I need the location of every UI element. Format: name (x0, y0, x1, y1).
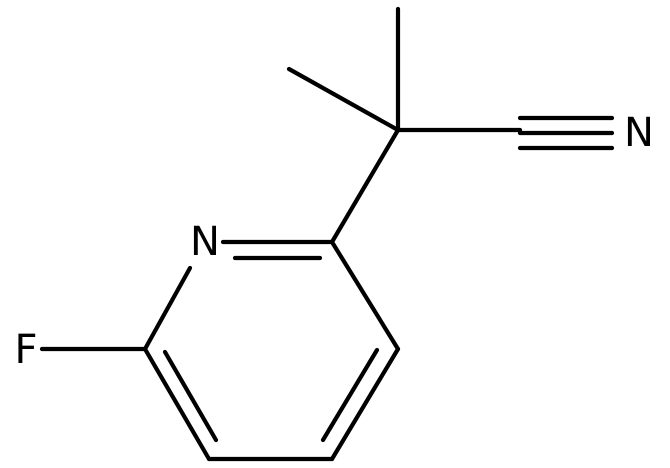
bond-c2-cq (329, 127, 401, 245)
atom-label-fluorine: F (14, 327, 37, 373)
atom-label-pyridine-nitrogen: N (190, 219, 220, 265)
atom-label-nitrile-nitrogen: N (624, 110, 654, 156)
bond-c3-c4 (329, 346, 401, 462)
bond-c5-c6 (142, 346, 212, 462)
bond-c5-c6-inner (162, 349, 219, 443)
bond-c2-c3 (329, 239, 401, 352)
bond-c3-c4-inner (320, 347, 380, 443)
bond-c6-n1 (142, 265, 193, 352)
bond-cq-methyl-left (286, 66, 401, 133)
